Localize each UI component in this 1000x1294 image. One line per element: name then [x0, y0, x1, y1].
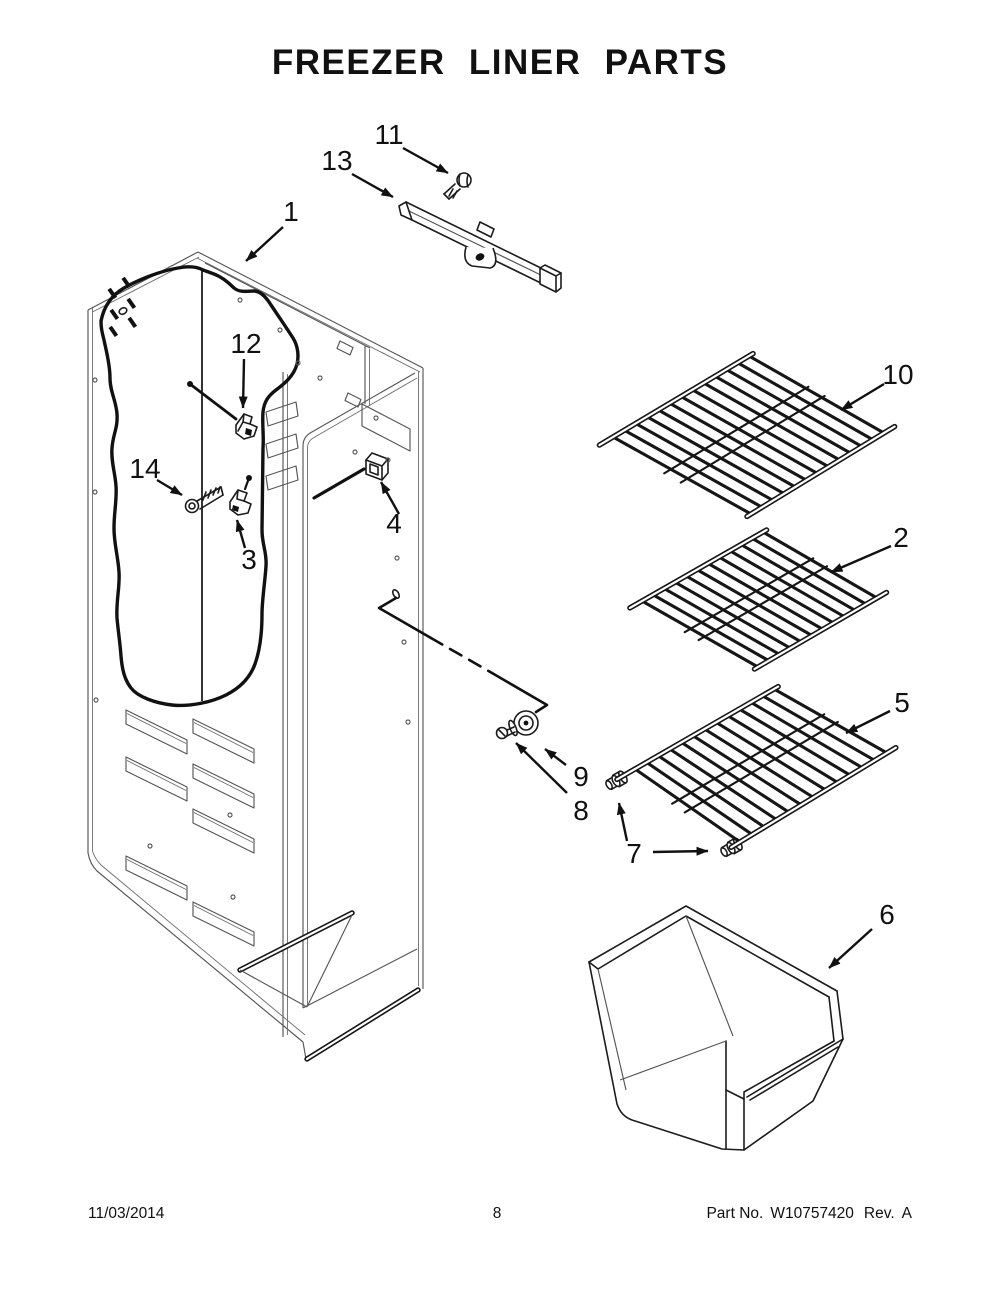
callout-number: 3 — [241, 544, 257, 575]
screw-hole — [227, 812, 233, 818]
callout-number: 1 — [283, 196, 299, 227]
wire-shelf-2 — [627, 527, 890, 672]
screw-hole — [405, 719, 411, 725]
wire-shelf-10 — [596, 350, 898, 520]
leader-line — [377, 596, 433, 640]
callout-arrow — [830, 544, 892, 574]
vent-slot — [192, 808, 255, 854]
shelf-support-4 — [365, 452, 389, 481]
callout-arrow — [238, 358, 248, 409]
callout-arrow — [544, 748, 567, 766]
screw-hole — [394, 555, 400, 561]
callout-10: 10 — [840, 359, 914, 412]
callout-5: 5 — [845, 687, 910, 735]
callout-6: 6 — [828, 899, 895, 969]
liner-vent-slots-top — [107, 276, 138, 338]
callout-1: 1 — [245, 196, 299, 262]
screw-hole — [92, 489, 98, 495]
leader-line — [188, 382, 238, 421]
vent-slot — [125, 709, 188, 755]
callout-arrow — [840, 382, 885, 412]
screw-11 — [443, 172, 472, 200]
callout-arrow — [402, 146, 449, 175]
callout-arrow — [156, 478, 183, 497]
screw-hole — [373, 415, 379, 421]
callout-number: 13 — [321, 145, 352, 176]
callout-number: 6 — [879, 899, 895, 930]
callout-11: 11 — [374, 119, 449, 175]
wire-shelves — [596, 350, 899, 851]
screw-holes — [92, 297, 411, 900]
clip-3 — [229, 489, 252, 516]
roller-screw-8 — [495, 726, 516, 740]
screw-hole — [93, 697, 99, 703]
callout-12: 12 — [230, 328, 262, 409]
callout-arrow — [845, 709, 891, 735]
callout-arrow — [379, 481, 401, 515]
page-title: FREEZER LINER PARTS — [272, 43, 728, 82]
footer-page-number: 8 — [493, 1205, 502, 1222]
vent-slot — [192, 718, 255, 764]
clip-12 — [235, 413, 258, 440]
callout-9: 9 — [544, 748, 589, 792]
vent-slot — [125, 756, 188, 802]
screw-hole — [295, 360, 301, 366]
vent-slot — [192, 763, 255, 809]
leader-line — [429, 636, 494, 675]
vent-slot — [125, 855, 188, 901]
freezer-cabinet-1 — [87, 251, 424, 1062]
shelf-roller-7a — [605, 770, 628, 791]
footer-date: 11/03/2014 — [88, 1205, 165, 1222]
callout-number: 14 — [129, 453, 160, 484]
screw-hole — [237, 297, 243, 303]
screw-hole — [317, 375, 323, 381]
leader-line — [490, 671, 549, 714]
callout-number: 8 — [573, 795, 589, 826]
leader-dot — [187, 381, 193, 387]
callout-number: 4 — [386, 508, 402, 539]
callout-7: 7 — [616, 802, 709, 869]
wire-shelf-5 — [614, 683, 899, 851]
callout-arrow — [245, 226, 284, 262]
callout-14: 14 — [129, 453, 183, 497]
callout-8: 8 — [515, 742, 589, 826]
callout-number: 5 — [894, 687, 910, 718]
leader-dot — [246, 475, 252, 481]
callout-arrow — [515, 742, 568, 794]
callout-number: 9 — [573, 761, 589, 792]
callout-number: 12 — [230, 328, 261, 359]
callout-3: 3 — [235, 519, 257, 575]
callout-4: 4 — [379, 481, 402, 539]
callout-arrow — [351, 172, 394, 199]
vent-slot — [192, 901, 255, 947]
screw-hole — [352, 449, 358, 455]
screw-hole — [92, 377, 98, 383]
callout-number: 10 — [882, 359, 913, 390]
liner-outline — [99, 264, 300, 708]
screw-14 — [184, 486, 224, 514]
leader-lines — [187, 381, 549, 714]
callout-number: 11 — [374, 119, 403, 150]
callout-arrow — [828, 928, 873, 969]
liner-bottom-vents — [125, 709, 255, 947]
callout-arrow — [652, 846, 709, 856]
rail-13 — [398, 201, 562, 293]
callout-number: 2 — [893, 522, 909, 553]
screw-hole — [147, 843, 153, 849]
screw-hole — [230, 894, 236, 900]
screw-hole — [401, 639, 407, 645]
callout-2: 2 — [830, 522, 909, 574]
callout-arrow — [616, 802, 629, 842]
callout-arrow — [235, 519, 247, 549]
freezer-basket-6 — [588, 905, 844, 1151]
callout-number: 7 — [626, 838, 642, 869]
screw-hole — [385, 457, 391, 463]
callout-13: 13 — [321, 145, 394, 199]
leader-line — [312, 467, 366, 500]
screw-hole — [277, 327, 283, 333]
